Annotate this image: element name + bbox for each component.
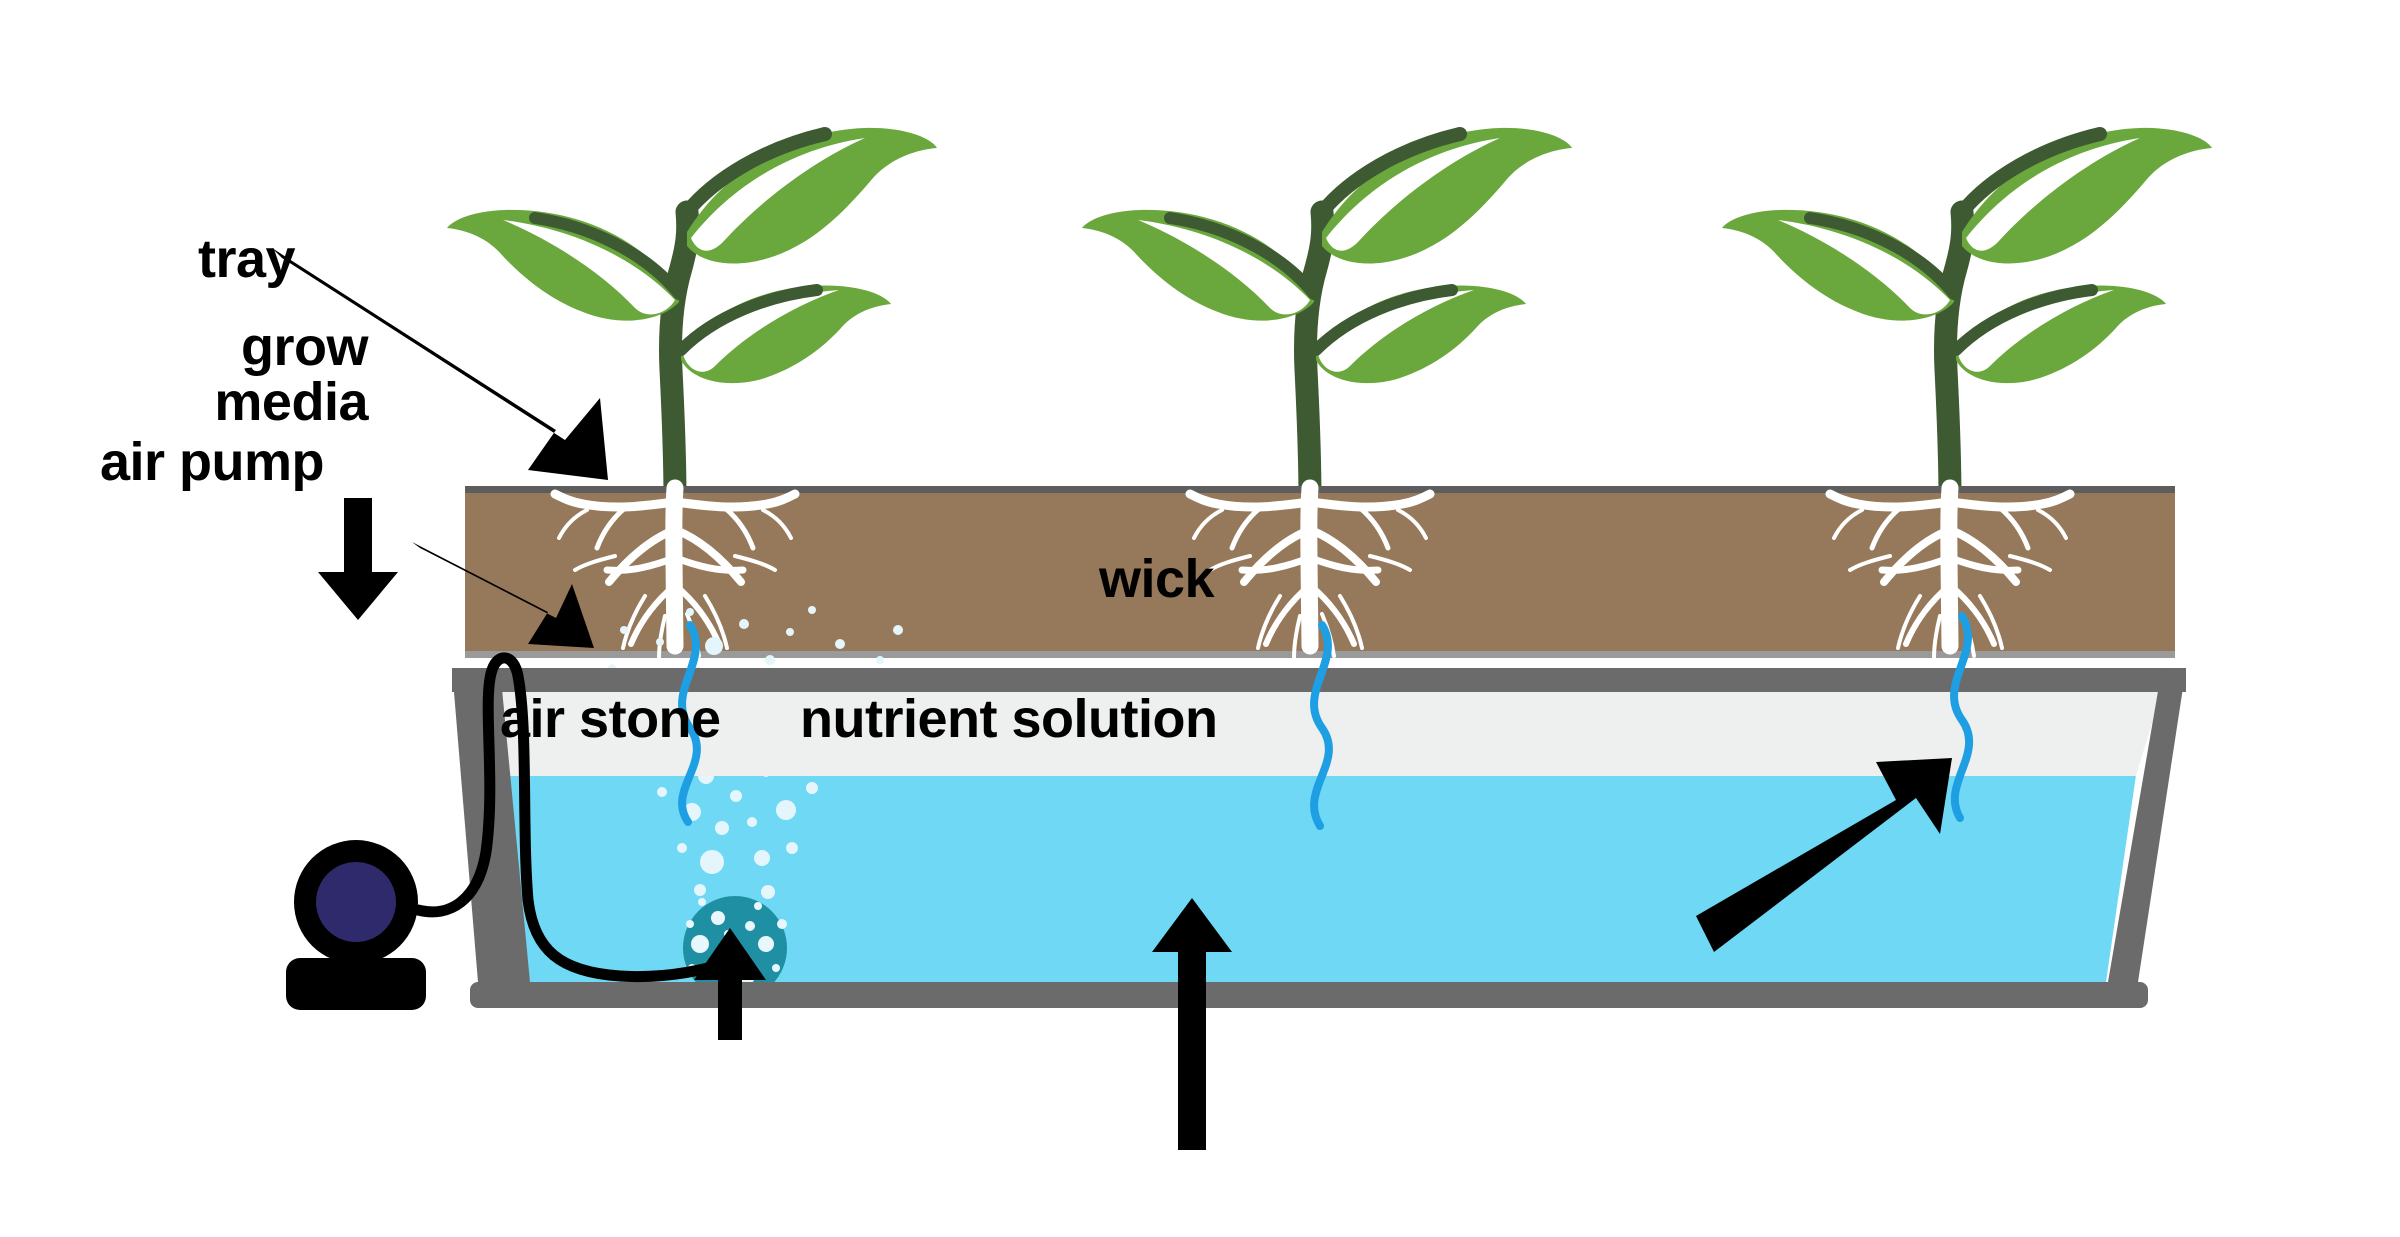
nutrient-solution-arrow-icon — [1152, 898, 1232, 1150]
label-wick: wick — [1099, 549, 1215, 609]
plant-2 — [1082, 128, 1572, 500]
air-pump-base — [286, 958, 426, 1010]
air-pump-arrow-icon — [318, 498, 398, 620]
air-pump-motor — [316, 862, 396, 942]
air-tubing — [412, 652, 742, 983]
label-air-stone: air stone — [500, 689, 721, 749]
wick-2 — [1310, 621, 1333, 830]
wick-1 — [678, 621, 701, 826]
plant-3 — [1722, 128, 2212, 500]
wick-arrow-icon — [1696, 758, 1952, 952]
plant-1 — [447, 128, 937, 500]
air-pump — [286, 840, 426, 1010]
tray-arrow-icon — [272, 248, 608, 480]
tray-right-wall — [2108, 668, 2186, 982]
air-stone-arrow-icon — [694, 928, 766, 1040]
tray-bottom — [470, 982, 2148, 1008]
grow-media-arrow-icon — [412, 542, 594, 648]
label-air-pump: air pump — [100, 432, 325, 492]
label-nutrient-solution: nutrient solution — [800, 689, 1218, 749]
label-grow-media: grow media — [214, 317, 368, 433]
wick-3 — [1950, 612, 1973, 822]
label-tray: tray — [198, 229, 296, 289]
